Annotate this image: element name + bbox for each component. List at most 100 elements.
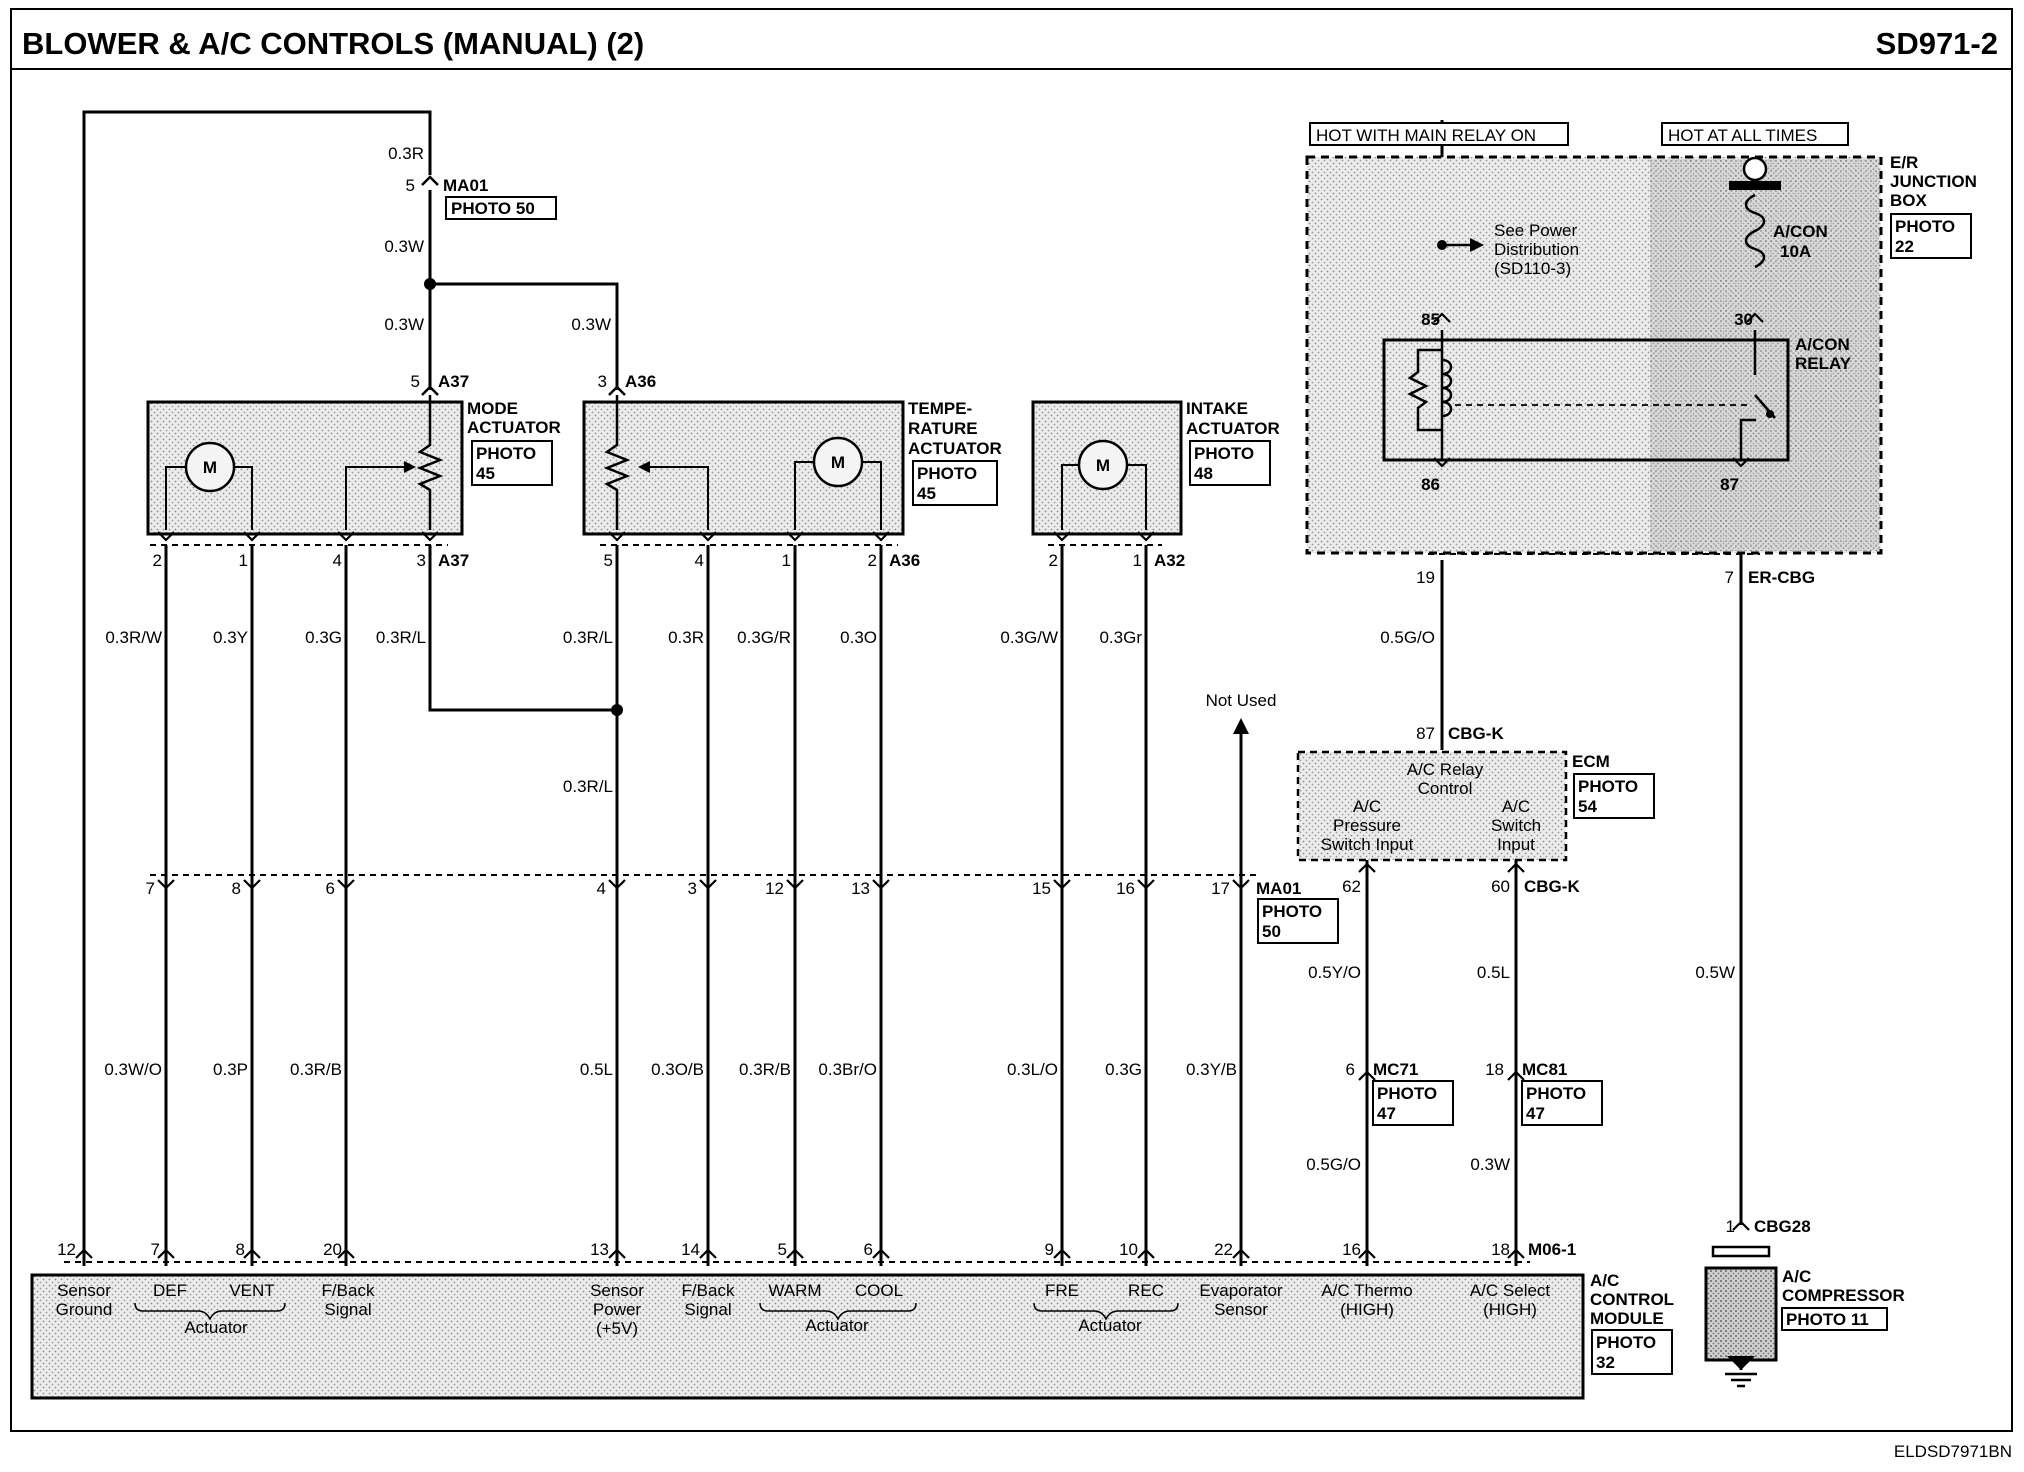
svg-text:VENT: VENT bbox=[229, 1281, 274, 1300]
potentiometer-icon bbox=[416, 395, 444, 530]
svg-text:0.3R/L: 0.3R/L bbox=[563, 777, 613, 796]
svg-text:PHOTO 11: PHOTO 11 bbox=[1786, 1310, 1869, 1329]
svg-text:4: 4 bbox=[695, 551, 704, 570]
svg-text:M: M bbox=[203, 458, 217, 477]
svg-text:20: 20 bbox=[323, 1240, 342, 1259]
svg-text:60: 60 bbox=[1491, 877, 1510, 896]
svg-text:BOX: BOX bbox=[1890, 191, 1928, 210]
svg-text:MA01: MA01 bbox=[1256, 879, 1301, 898]
svg-text:0.5G/O: 0.5G/O bbox=[1306, 1155, 1361, 1174]
svg-text:5: 5 bbox=[778, 1240, 787, 1259]
svg-text:7: 7 bbox=[151, 1240, 160, 1259]
svg-text:MODULE: MODULE bbox=[1590, 1309, 1664, 1328]
svg-text:A/C: A/C bbox=[1782, 1267, 1811, 1286]
svg-text:M: M bbox=[1096, 456, 1110, 475]
svg-text:Switch: Switch bbox=[1491, 816, 1541, 835]
svg-text:M: M bbox=[831, 453, 845, 472]
svg-text:0.3Y: 0.3Y bbox=[213, 628, 248, 647]
svg-text:PHOTO 50: PHOTO 50 bbox=[451, 199, 535, 218]
svg-text:13: 13 bbox=[590, 1240, 609, 1259]
svg-text:47: 47 bbox=[1377, 1104, 1396, 1123]
svg-text:PHOTO: PHOTO bbox=[917, 464, 977, 483]
svg-text:F/Back: F/Back bbox=[682, 1281, 735, 1300]
svg-text:Actuator: Actuator bbox=[805, 1316, 869, 1335]
svg-text:87: 87 bbox=[1416, 724, 1435, 743]
svg-text:0.3R/B: 0.3R/B bbox=[739, 1060, 791, 1079]
svg-text:1: 1 bbox=[239, 551, 248, 570]
svg-text:MA01: MA01 bbox=[443, 176, 488, 195]
not-used-arrow: Not Used bbox=[1206, 691, 1277, 734]
svg-text:54: 54 bbox=[1578, 797, 1597, 816]
svg-text:0.3W: 0.3W bbox=[384, 237, 424, 256]
svg-text:RATURE: RATURE bbox=[908, 419, 978, 438]
svg-text:Sensor: Sensor bbox=[1214, 1300, 1268, 1319]
svg-text:2: 2 bbox=[1049, 551, 1058, 570]
svg-text:0.3W: 0.3W bbox=[1470, 1155, 1510, 1174]
svg-text:5: 5 bbox=[411, 372, 420, 391]
svg-text:3: 3 bbox=[688, 879, 697, 898]
svg-text:0.3O/B: 0.3O/B bbox=[651, 1060, 704, 1079]
diagram-title: BLOWER & A/C CONTROLS (MANUAL) (2) bbox=[22, 26, 644, 61]
svg-text:(HIGH): (HIGH) bbox=[1483, 1300, 1537, 1319]
svg-text:A/CON: A/CON bbox=[1773, 222, 1828, 241]
svg-text:PHOTO: PHOTO bbox=[476, 444, 536, 463]
upper-wire-labels: 0.3R/W 0.3Y 0.3G 0.3R/L 0.3R/L 0.3R 0.3G… bbox=[105, 628, 1142, 796]
svg-text:Switch Input: Switch Input bbox=[1321, 835, 1414, 854]
svg-text:MODE: MODE bbox=[467, 399, 518, 418]
svg-text:JUNCTION: JUNCTION bbox=[1890, 172, 1977, 191]
svg-text:A/C: A/C bbox=[1353, 797, 1381, 816]
svg-text:0.5L: 0.5L bbox=[580, 1060, 613, 1079]
svg-text:50: 50 bbox=[1262, 922, 1281, 941]
intake-actuator: M INTAKE ACTUATOR PHOTO 48 bbox=[1031, 399, 1280, 536]
svg-text:5: 5 bbox=[406, 176, 415, 195]
svg-text:8: 8 bbox=[236, 1240, 245, 1259]
er-junction-box: HOT WITH MAIN RELAY ON HOT AT ALL TIMES … bbox=[1305, 122, 1977, 587]
svg-text:0.3R: 0.3R bbox=[668, 628, 704, 647]
svg-text:Ground: Ground bbox=[56, 1300, 113, 1319]
svg-text:62: 62 bbox=[1342, 877, 1361, 896]
diagram-code: SD971-2 bbox=[1876, 26, 1998, 61]
svg-text:15: 15 bbox=[1032, 879, 1051, 898]
svg-text:86: 86 bbox=[1421, 475, 1440, 494]
svg-text:E/R: E/R bbox=[1890, 153, 1918, 172]
potentiometer-icon bbox=[603, 395, 631, 530]
svg-text:47: 47 bbox=[1526, 1104, 1545, 1123]
mode-actuator: M 5 A37 MODE ACTUATOR PHOTO 45 bbox=[146, 372, 561, 536]
svg-text:COMPRESSOR: COMPRESSOR bbox=[1782, 1286, 1905, 1305]
svg-text:1: 1 bbox=[782, 551, 791, 570]
svg-text:DEF: DEF bbox=[153, 1281, 187, 1300]
svg-text:0.3O: 0.3O bbox=[840, 628, 877, 647]
svg-text:0.3Gr: 0.3Gr bbox=[1099, 628, 1142, 647]
svg-text:REC: REC bbox=[1128, 1281, 1164, 1300]
svg-text:CBG-K: CBG-K bbox=[1524, 877, 1580, 896]
svg-text:Signal: Signal bbox=[324, 1300, 371, 1319]
svg-text:PHOTO: PHOTO bbox=[1578, 777, 1638, 796]
svg-text:12: 12 bbox=[57, 1240, 76, 1259]
svg-text:A/CON: A/CON bbox=[1795, 335, 1850, 354]
svg-text:0.3W: 0.3W bbox=[571, 315, 611, 334]
svg-text:MC71: MC71 bbox=[1373, 1060, 1418, 1079]
footer-ref: ELDSD7971BN bbox=[1894, 1442, 2012, 1461]
svg-text:7: 7 bbox=[1725, 568, 1734, 587]
svg-text:A/C Select: A/C Select bbox=[1470, 1281, 1551, 1300]
svg-text:0.5W: 0.5W bbox=[1695, 963, 1735, 982]
svg-text:0.3W: 0.3W bbox=[384, 315, 424, 334]
svg-text:CBG28: CBG28 bbox=[1754, 1217, 1811, 1236]
svg-text:16: 16 bbox=[1342, 1240, 1361, 1259]
svg-text:PHOTO: PHOTO bbox=[1262, 902, 1322, 921]
svg-text:ACTUATOR: ACTUATOR bbox=[467, 418, 561, 437]
svg-text:(SD110-3): (SD110-3) bbox=[1494, 259, 1571, 278]
power-source-icon bbox=[1742, 156, 1768, 182]
svg-text:4: 4 bbox=[597, 879, 606, 898]
svg-text:Signal: Signal bbox=[684, 1300, 731, 1319]
svg-text:PHOTO: PHOTO bbox=[1895, 217, 1955, 236]
svg-text:M06-1: M06-1 bbox=[1528, 1240, 1576, 1259]
relay-coil-icon bbox=[1407, 330, 1453, 460]
actuator-pin-labels: 2 1 4 3 A37 5 4 1 2 A36 2 1 A32 bbox=[153, 551, 1186, 570]
svg-text:Not Used: Not Used bbox=[1206, 691, 1277, 710]
fuse-icon bbox=[1744, 193, 1766, 269]
svg-text:0.3R/L: 0.3R/L bbox=[563, 628, 613, 647]
svg-text:PHOTO: PHOTO bbox=[1377, 1084, 1437, 1103]
svg-text:0.3R/W: 0.3R/W bbox=[105, 628, 162, 647]
